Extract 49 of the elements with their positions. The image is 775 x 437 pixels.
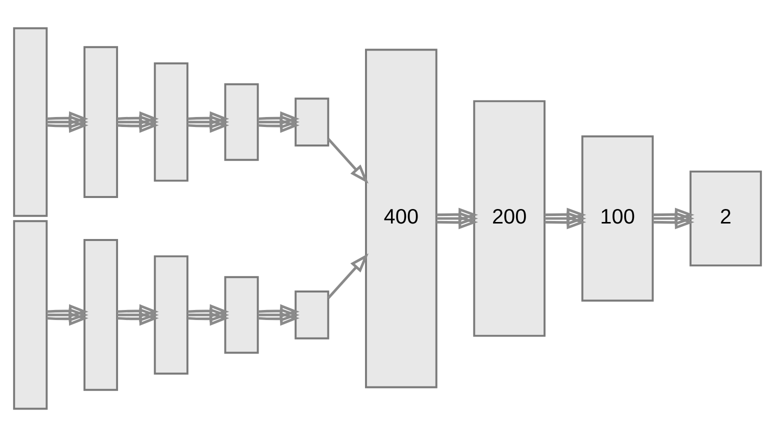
arrow (117, 111, 159, 125)
arrow (652, 216, 694, 230)
arrow (327, 253, 369, 300)
node-box (13, 220, 48, 410)
node-box: 400 (365, 48, 438, 388)
node-box (224, 276, 259, 354)
arrow (46, 312, 88, 326)
arrow (258, 119, 300, 133)
node-box (13, 27, 48, 217)
arrow (46, 115, 88, 129)
arrow (187, 312, 230, 326)
arrow (544, 212, 586, 226)
arrow (258, 111, 300, 125)
arrow (652, 212, 694, 226)
arrow (188, 115, 230, 129)
arrow (327, 138, 369, 184)
node-box: 100 (581, 135, 654, 302)
arrow (258, 312, 300, 326)
arrow (258, 304, 300, 318)
node-box: 200 (473, 100, 546, 337)
arrow (46, 111, 88, 125)
node-box (84, 46, 118, 198)
arrow (187, 304, 230, 318)
node-box: 2 (690, 170, 762, 266)
arrow (258, 115, 300, 129)
node-box (84, 239, 118, 391)
arrow (117, 304, 159, 318)
arrow (652, 208, 694, 222)
node-box (154, 62, 188, 182)
arrow (46, 119, 88, 133)
arrow (117, 119, 159, 133)
arrow (46, 308, 88, 322)
arrow (46, 304, 88, 318)
node-box (154, 255, 188, 375)
arrow (436, 208, 478, 222)
arrow (117, 308, 159, 322)
arrow (544, 208, 586, 222)
node-box (294, 98, 330, 146)
arrow (187, 119, 230, 133)
arrow (188, 308, 230, 322)
arrow (436, 212, 478, 226)
arrow (117, 312, 159, 326)
arrow (187, 111, 230, 125)
arrow (544, 216, 586, 230)
arrow (436, 216, 478, 230)
arrow (258, 308, 300, 322)
arrow (117, 115, 159, 129)
node-box (224, 83, 259, 161)
node-box (294, 290, 330, 340)
